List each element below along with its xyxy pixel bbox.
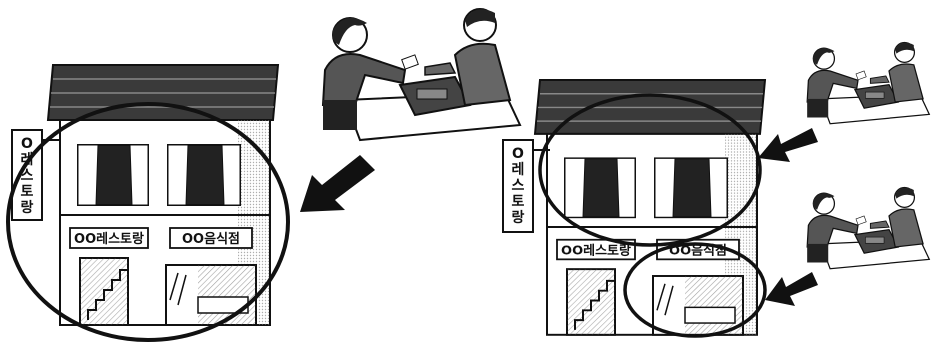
left-vsign-char: O: [21, 136, 33, 152]
left-panel: OO레스토랑 OO음식점 O 레 스 토 랑: [8, 9, 520, 340]
left-eatery-sign: OO음식점: [182, 231, 240, 247]
right-vsign-char: 토: [512, 194, 525, 210]
left-vsign-char: 랑: [21, 200, 34, 216]
right-restaurant-sign: OO레스토랑: [561, 244, 631, 259]
right-cashier-scene-top: [807, 42, 929, 123]
right-upper-arrow-icon: [758, 128, 818, 162]
right-lower-arrow-icon: [765, 272, 818, 306]
right-vsign-char: 레: [512, 162, 525, 178]
left-restaurant-sign: OO레스토랑: [74, 232, 144, 247]
right-vsign-char: 스: [512, 178, 525, 194]
right-vsign-char: O: [512, 146, 524, 162]
left-cashier-scene: [323, 9, 520, 140]
right-vsign-char: 랑: [512, 210, 525, 226]
right-panel: OO레스토랑 OO음식점 O 레 스 토 랑: [503, 42, 929, 336]
left-vsign-char: 토: [21, 184, 34, 200]
right-cashier-scene-bottom: [807, 187, 929, 268]
left-arrow-icon: [300, 155, 375, 212]
